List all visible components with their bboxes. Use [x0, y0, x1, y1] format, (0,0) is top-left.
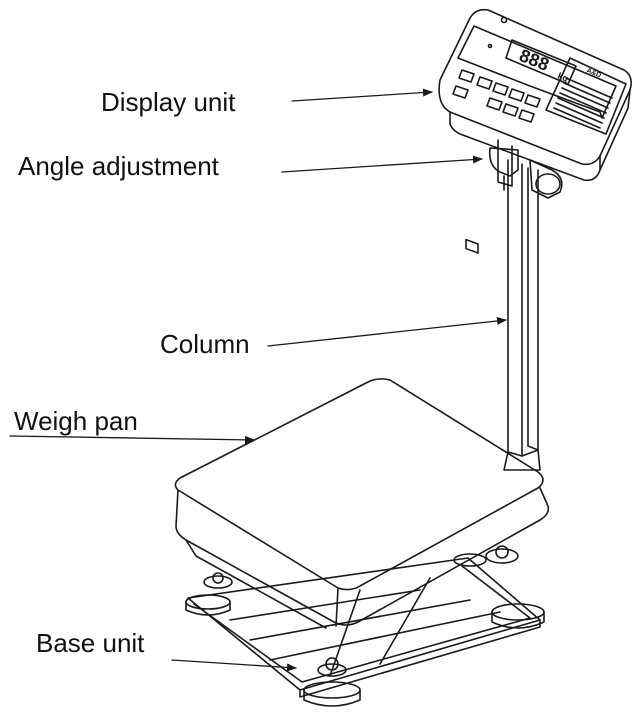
foot-left: [185, 594, 231, 616]
foot-front-left: [203, 572, 233, 589]
weigh-pan-top: [174, 378, 544, 591]
weigh-pan-side: [175, 487, 550, 626]
leader-lines: [9, 88, 507, 672]
display-unit-symbol: kg: [556, 71, 569, 84]
foot-right: [485, 545, 545, 629]
brand-logo: A&D: [585, 67, 602, 79]
status-dot: [487, 43, 493, 49]
angle-adjustment: [488, 139, 563, 199]
label-display-unit: Display unit: [101, 87, 236, 117]
leader-angle-adjustment: [281, 155, 483, 173]
label-weigh-pan: Weigh pan: [14, 406, 138, 436]
label-base-unit: Base unit: [36, 628, 145, 658]
foot-front: [303, 657, 361, 707]
display-readout: 888: [517, 45, 552, 75]
weigh-pan: [174, 378, 550, 629]
foot-back: [453, 553, 487, 567]
label-column: Column: [160, 329, 250, 359]
speaker-grille: [545, 57, 627, 135]
column-back: [527, 167, 539, 451]
column-tube: [507, 159, 523, 457]
column: [503, 159, 541, 471]
base-frame: [187, 557, 541, 691]
label-angle-adjustment: Angle adjustment: [18, 151, 219, 181]
display-unit: [438, 8, 632, 254]
leader-display-unit: [291, 88, 433, 102]
power-indicator: [500, 16, 508, 24]
leader-column: [267, 317, 507, 347]
leader-weigh-pan: [9, 435, 255, 444]
display-housing: [438, 8, 632, 166]
base-frame-inner: [193, 565, 531, 683]
keypad: [452, 69, 541, 254]
leader-base-unit: [171, 659, 297, 672]
